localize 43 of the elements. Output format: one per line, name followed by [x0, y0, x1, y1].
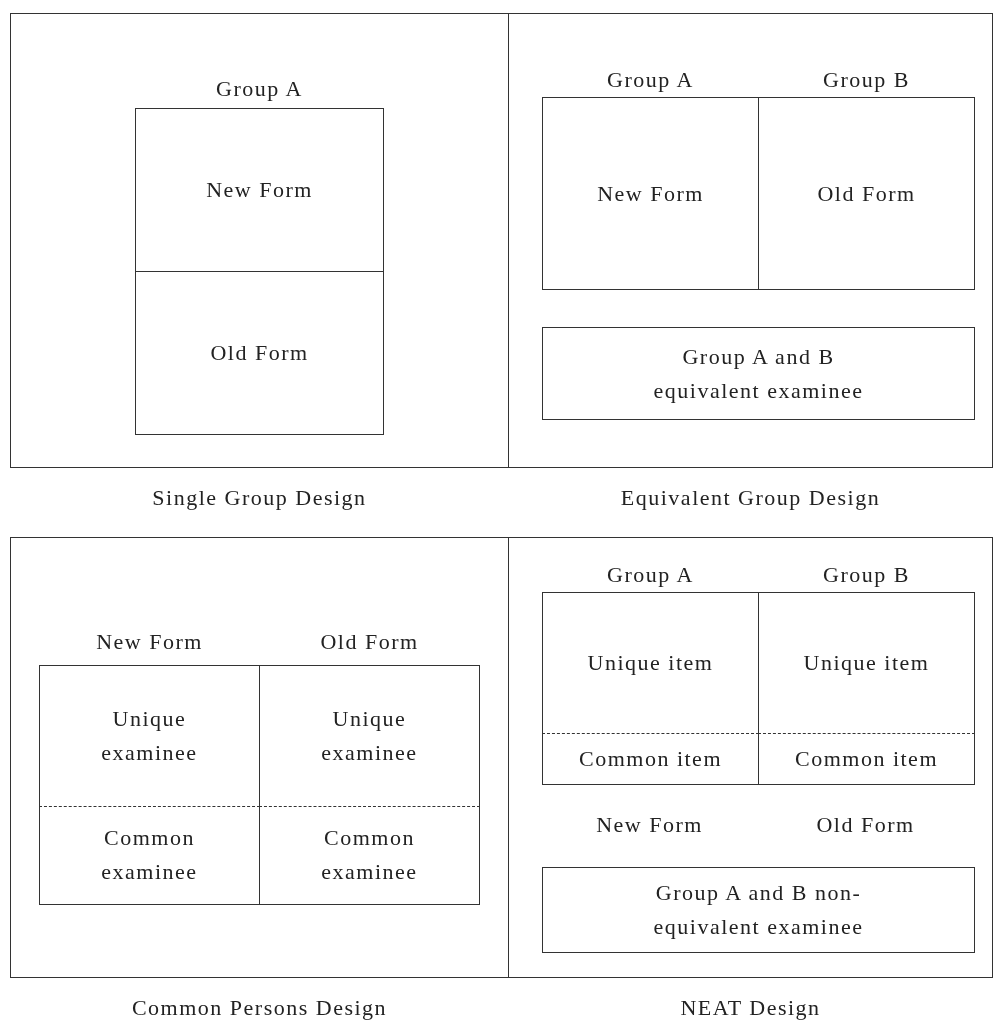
- cell-text: Common item: [579, 744, 722, 773]
- cell-text: Unique item: [803, 649, 930, 677]
- column-heading: Group B: [822, 561, 911, 589]
- column-heading: Old Form: [319, 628, 420, 656]
- table-cell: [135, 271, 384, 435]
- table-cell: [542, 867, 975, 953]
- table-cell: [542, 327, 975, 420]
- panel-frame: [10, 13, 509, 468]
- table-cell: [39, 665, 260, 807]
- column-heading: Group A: [606, 561, 695, 589]
- panel-frame: [508, 13, 993, 468]
- table-cell: [758, 733, 975, 785]
- table-cell: [542, 733, 759, 785]
- cell-text: Old Form: [210, 339, 309, 367]
- cell-text: Old Form: [817, 179, 916, 208]
- cell-text: Common item: [795, 744, 938, 773]
- cell-text: New Form: [206, 176, 313, 204]
- design-caption: Single Group Design: [151, 484, 368, 512]
- design-caption: NEAT Design: [679, 994, 822, 1022]
- cell-text: Unique examinee: [100, 705, 199, 767]
- table-cell: [259, 665, 480, 807]
- table-cell: [542, 592, 759, 734]
- cell-text: Unique examinee: [320, 705, 419, 767]
- table-cell: [135, 108, 384, 272]
- cell-text: New Form: [597, 179, 704, 208]
- cell-text: Group A and B non-equivalent examinee: [652, 879, 865, 941]
- table-cell: [39, 806, 260, 905]
- cell-text: Common examinee: [320, 824, 419, 886]
- design-caption: Common Persons Design: [130, 994, 389, 1022]
- form-label: New Form: [595, 811, 704, 839]
- column-heading: Group A: [606, 66, 695, 94]
- column-heading: New Form: [95, 628, 204, 656]
- form-label: Old Form: [815, 811, 916, 839]
- column-heading: Group B: [822, 66, 911, 94]
- panel-frame: [508, 537, 993, 978]
- design-caption: Equivalent Group Design: [619, 484, 882, 512]
- table-cell: [758, 592, 975, 734]
- table-cell: [259, 806, 480, 905]
- panel-frame: [10, 537, 509, 978]
- cell-text: Common examinee: [100, 824, 199, 886]
- column-heading: Group A: [215, 75, 304, 103]
- cell-text: Group A and B equivalent examinee: [652, 342, 865, 405]
- cell-text: Unique item: [587, 649, 714, 677]
